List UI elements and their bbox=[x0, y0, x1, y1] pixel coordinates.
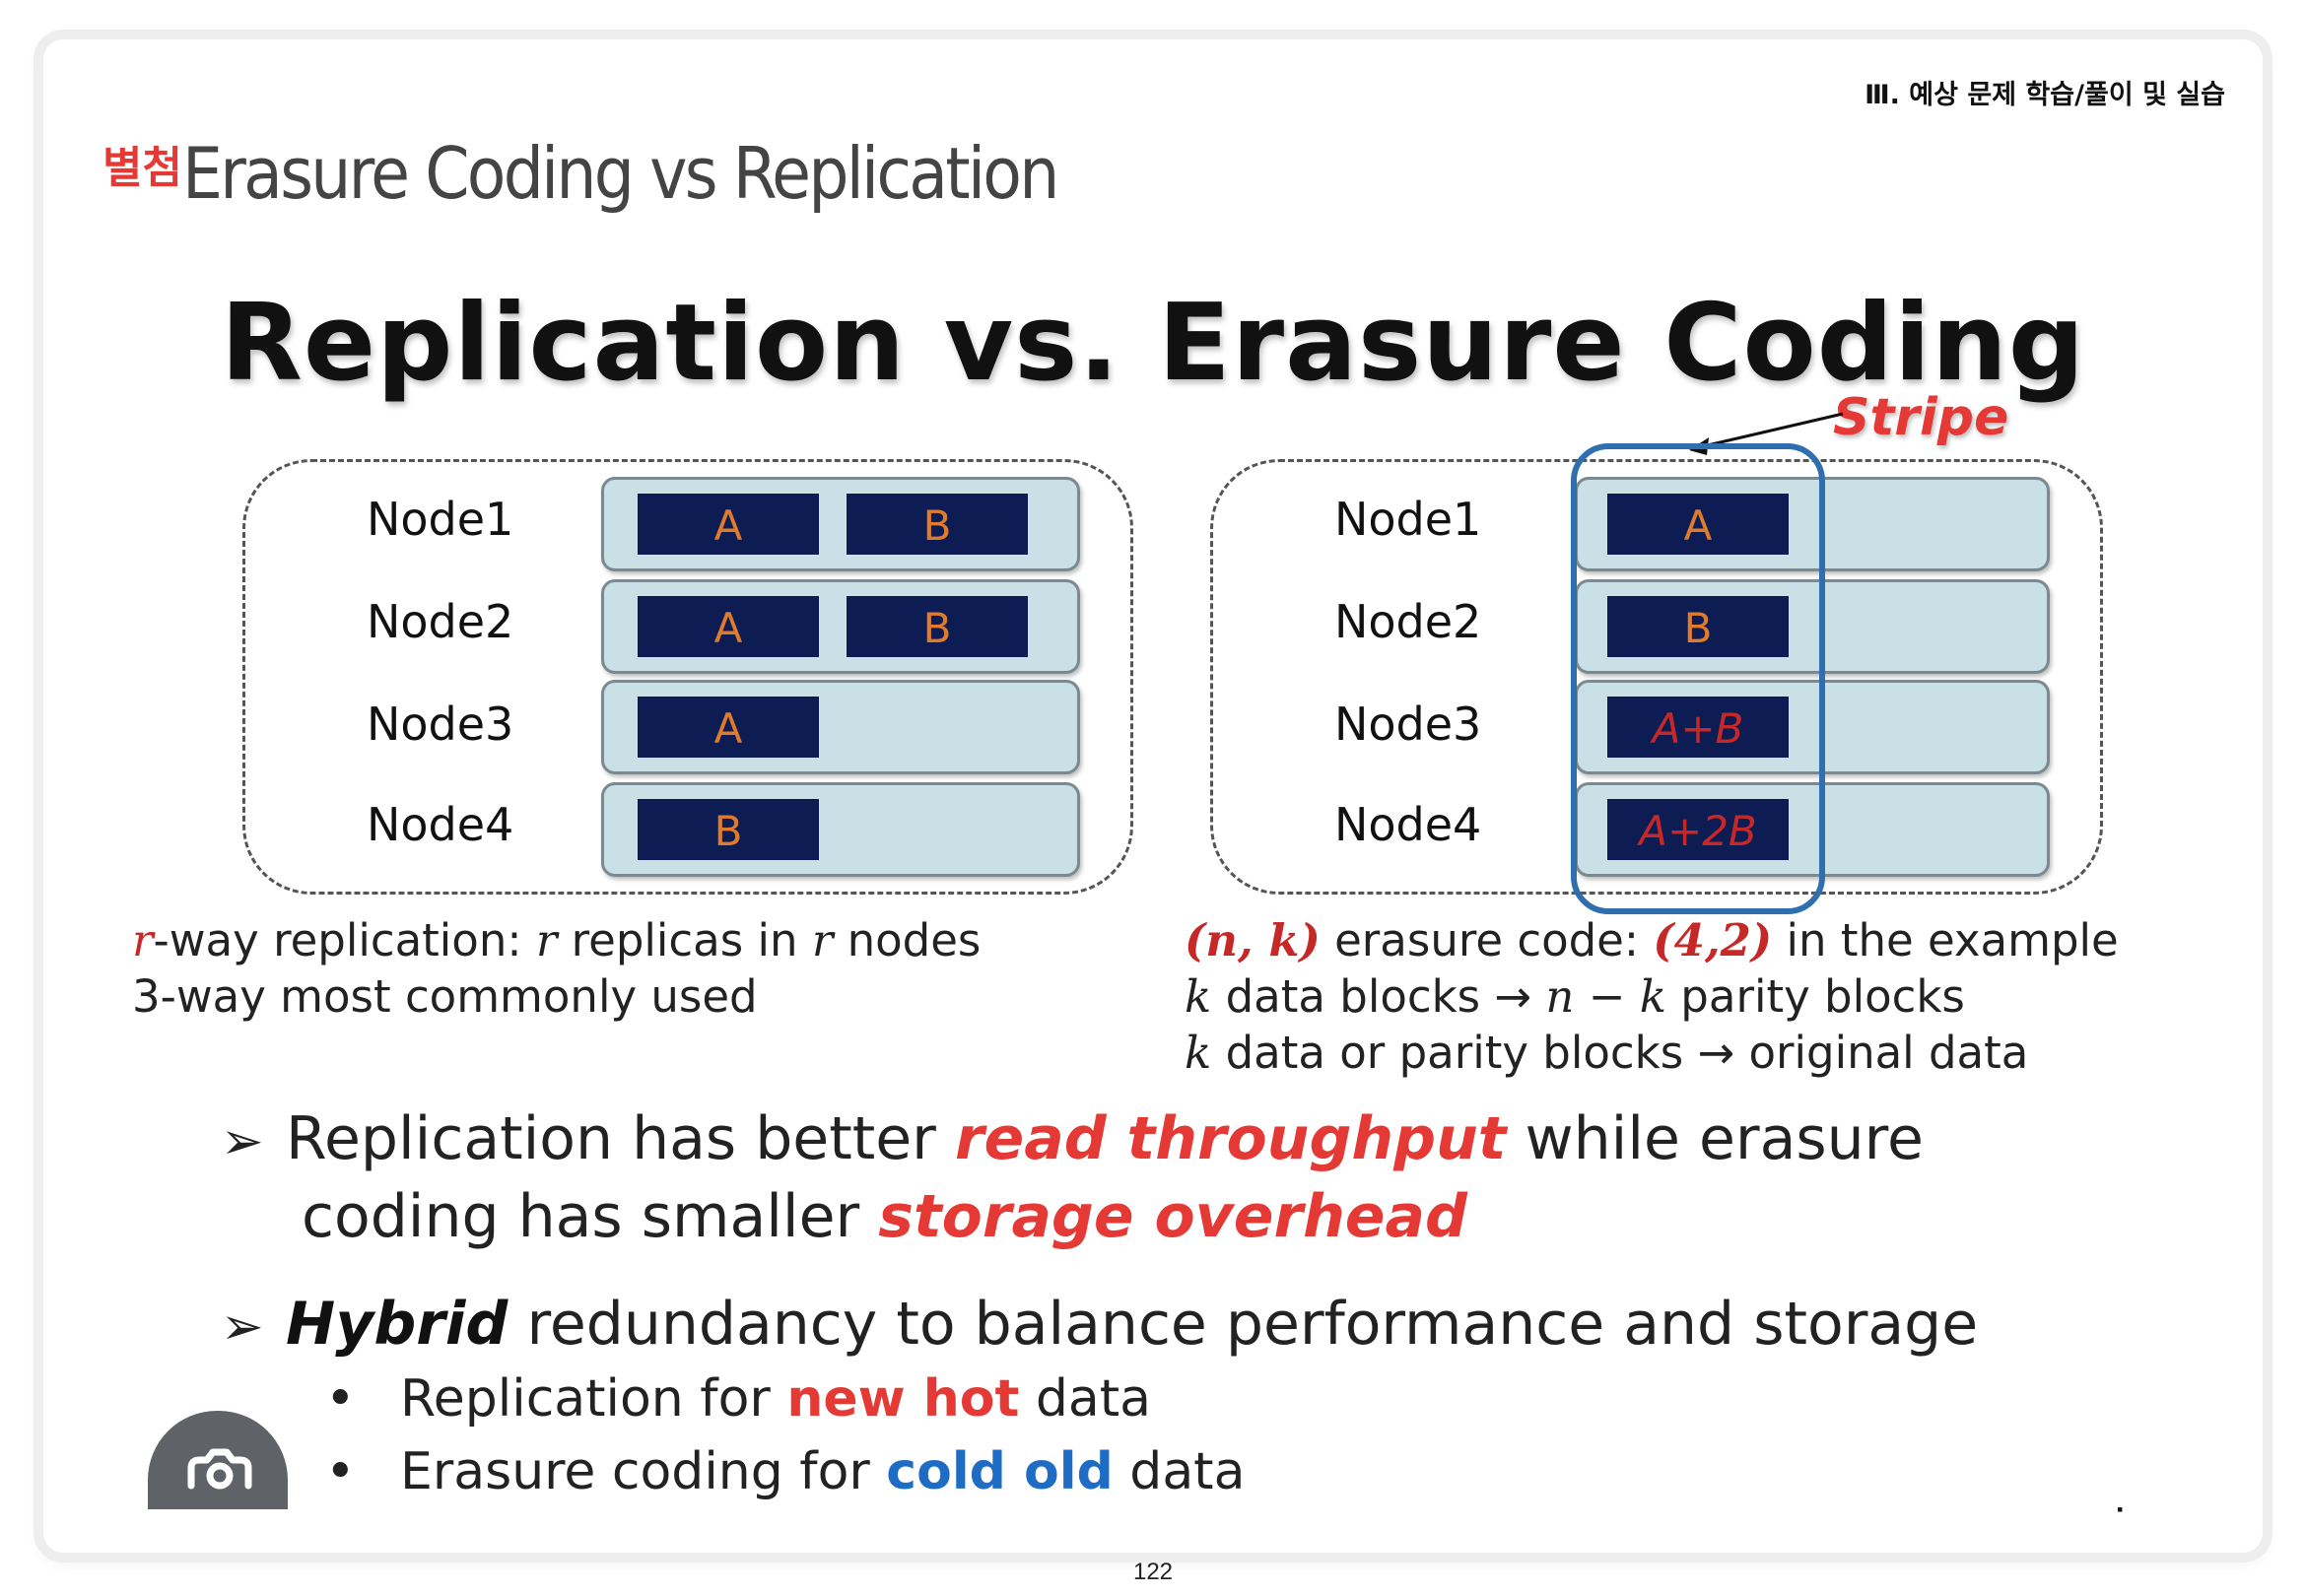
erasure-description: (n, k) erasure code: (4,2) in the exampl… bbox=[1185, 912, 2119, 1081]
stripe-outline bbox=[1571, 443, 1825, 914]
highlight-read-throughput: read throughput bbox=[954, 1104, 1507, 1173]
lens-search-button[interactable] bbox=[148, 1411, 288, 1509]
rep-node-label: Node2 bbox=[367, 595, 514, 648]
erasure-desc-line3: k data or parity blocks → original data bbox=[1185, 1027, 2029, 1079]
ec-node-row: A+B bbox=[1575, 680, 2050, 774]
rep-node-label: Node1 bbox=[367, 493, 514, 546]
data-block: A bbox=[638, 494, 819, 555]
replication-desc-line1: r-way replication: r replicas in r nodes bbox=[132, 914, 982, 966]
ec-node-row: B bbox=[1575, 579, 2050, 674]
bullet-dot-icon: • bbox=[325, 1442, 356, 1501]
chapter-label: Ⅲ. 예상 문제 학습/풀이 및 실습 bbox=[1865, 80, 2225, 110]
lens-button-mask bbox=[148, 1509, 288, 1539]
ec-node-label: Node3 bbox=[1334, 698, 1482, 751]
rep-node-row: A bbox=[601, 680, 1080, 774]
sub-bullet-cold: •Erasure coding for cold old data bbox=[325, 1442, 1246, 1501]
stripe-label: Stripe bbox=[1833, 388, 2009, 447]
replication-cluster bbox=[242, 459, 1133, 895]
slide-title: Replication vs. Erasure Coding bbox=[220, 282, 2086, 405]
bullet-tradeoff: ➢Replication has better read throughput … bbox=[221, 1104, 1924, 1251]
rep-node-row: A B bbox=[601, 579, 1080, 674]
replication-desc-line2: 3-way most commonly used bbox=[132, 970, 758, 1023]
highlight-new-hot: new hot bbox=[786, 1369, 1020, 1429]
data-block: B bbox=[638, 799, 819, 860]
replication-description: r-way replication: r replicas in r nodes… bbox=[132, 912, 981, 1025]
data-block: B bbox=[847, 494, 1028, 555]
erasure-desc-line1: (n, k) erasure code: (4,2) in the exampl… bbox=[1185, 914, 2119, 966]
rep-node-label: Node3 bbox=[367, 698, 514, 751]
bullet-arrow-icon: ➢ bbox=[221, 1112, 264, 1171]
lens-icon bbox=[187, 1448, 252, 1490]
highlight-cold-old: cold old bbox=[886, 1442, 1114, 1501]
parity-block: A+2B bbox=[1607, 799, 1789, 860]
erasure-cluster bbox=[1210, 459, 2103, 895]
rep-node-row: A B bbox=[601, 477, 1080, 571]
page-title: Erasure Coding vs Replication bbox=[181, 132, 1059, 215]
bullet-hybrid: ➢Hybrid redundancy to balance performanc… bbox=[221, 1287, 1978, 1364]
data-block: A bbox=[1607, 494, 1789, 555]
data-block: A bbox=[638, 596, 819, 657]
ec-node-row: A+2B bbox=[1575, 782, 2050, 877]
highlight-hybrid: Hybrid bbox=[286, 1290, 509, 1359]
ec-node-label: Node4 bbox=[1334, 798, 1482, 851]
sub-bullet-hot: •Replication for new hot data bbox=[325, 1369, 1151, 1429]
slide-corner-mark: ▪ bbox=[2117, 1499, 2124, 1519]
rep-node-row: B bbox=[601, 782, 1080, 877]
bullet-dot-icon: • bbox=[325, 1369, 356, 1429]
data-block: B bbox=[847, 596, 1028, 657]
ec-node-label: Node2 bbox=[1334, 595, 1482, 648]
appendix-tag: 별첨 bbox=[102, 143, 182, 193]
bullet-arrow-icon: ➢ bbox=[221, 1297, 264, 1357]
data-block: A bbox=[638, 697, 819, 758]
erasure-desc-line2: k data blocks → n − k parity blocks bbox=[1185, 970, 1965, 1023]
data-block: B bbox=[1607, 596, 1789, 657]
page-header: 별첨 Erasure Coding vs Replication bbox=[102, 126, 1154, 221]
rep-node-label: Node4 bbox=[367, 798, 514, 851]
highlight-storage-overhead: storage overhead bbox=[878, 1182, 1467, 1251]
ec-node-label: Node1 bbox=[1334, 493, 1482, 546]
page-number: 122 bbox=[1132, 1559, 1174, 1585]
parity-block: A+B bbox=[1607, 697, 1789, 758]
